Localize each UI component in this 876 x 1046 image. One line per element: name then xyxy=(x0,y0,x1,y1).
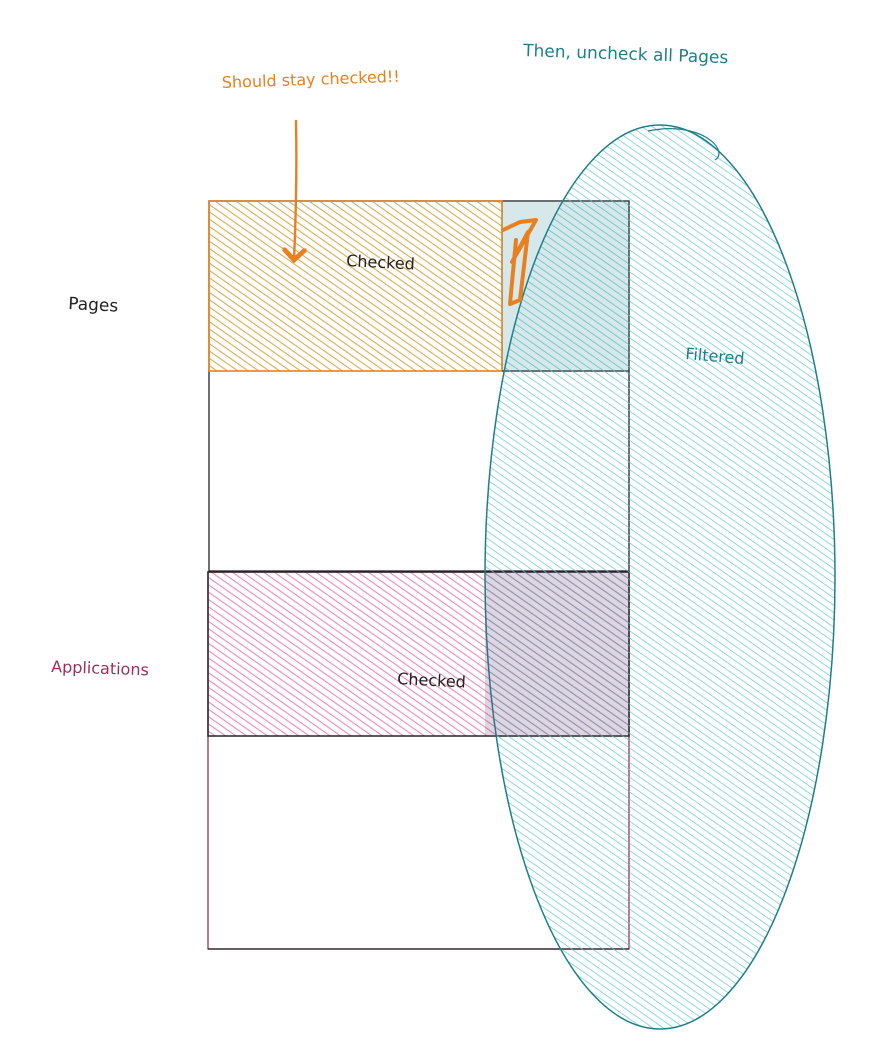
filtered-ellipse xyxy=(484,124,836,1030)
checked-top-label: Checked xyxy=(346,251,416,274)
should-stay-checked-note: Should stay checked!! xyxy=(221,67,400,92)
then-uncheck-note: Then, uncheck all Pages xyxy=(522,41,729,68)
applications-label: Applications xyxy=(51,657,149,679)
pages-checked-region xyxy=(208,200,503,372)
filtered-ellipse-sketch-stroke xyxy=(647,128,720,161)
scribble-mark xyxy=(501,218,538,306)
stay-checked-arrow xyxy=(294,119,296,260)
applications-overlap-tint xyxy=(485,572,629,736)
checked-bottom-label: Checked xyxy=(397,669,467,692)
pages-label: Pages xyxy=(68,294,119,317)
